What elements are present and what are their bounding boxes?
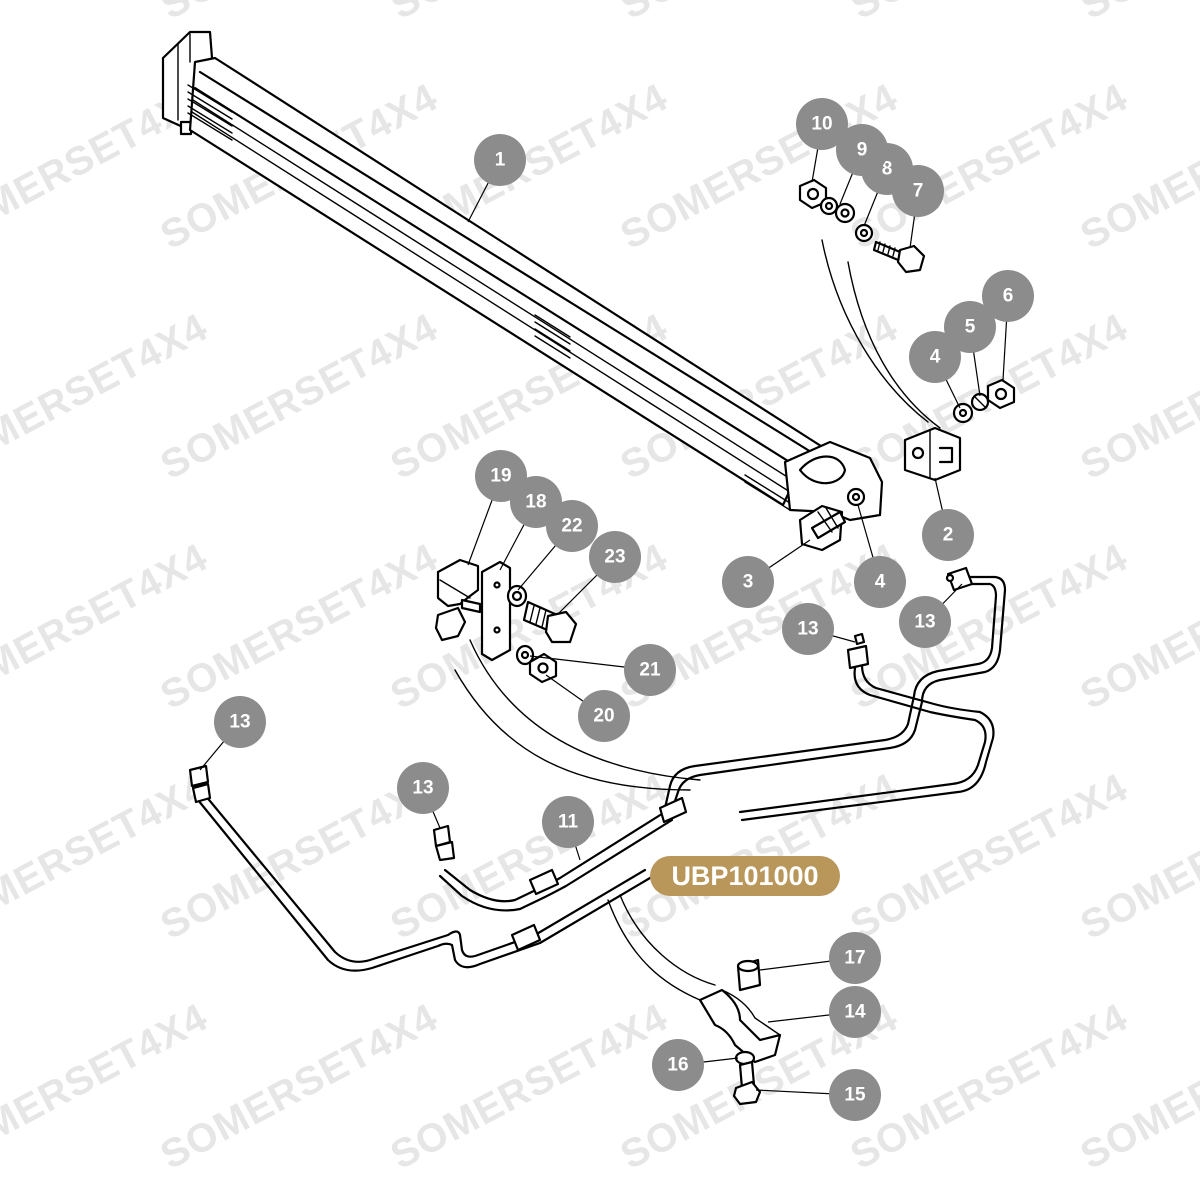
callout-1-label: 1 [495,150,506,171]
callout-6-label: 6 [1003,286,1014,307]
callout-13-left: 13 [214,696,266,748]
callout-19-label: 19 [490,466,511,487]
callout-23-label: 23 [604,547,625,568]
callout-15: 15 [829,1069,881,1121]
callout-21-label: 21 [639,660,661,681]
callout-16: 16 [652,1039,704,1091]
callout-11: 11 [542,796,594,848]
callout-19: 19 [475,450,527,502]
callout-11-label: 11 [558,812,579,833]
pipe-clamp [698,958,782,1106]
callout-16-label: 16 [667,1055,688,1076]
callout-13-center-label: 13 [412,778,433,799]
pipe-unions [188,566,974,862]
callout-9: 9 [836,124,888,176]
callout-3: 3 [722,556,774,608]
callout-10: 10 [796,98,848,150]
callout-14-label: 14 [844,1002,866,1023]
callout-18-label: 18 [525,492,546,513]
callout-3-label: 3 [743,572,754,593]
callout-4-lower: 4 [854,556,906,608]
guide-curves [454,639,716,1001]
callout-17: 17 [829,932,881,984]
callout-6: 6 [982,270,1034,322]
callout-22: 22 [546,500,598,552]
callout-13-left-label: 13 [229,712,250,733]
callout-2-label: 2 [943,525,954,546]
callout-5-label: 5 [965,317,976,338]
oil-pipes [196,575,1007,972]
callout-1: 1 [474,134,526,186]
callout-4-upper: 4 [909,331,961,383]
callout-13-right-label: 13 [914,612,935,633]
cooler-adaptor [798,504,847,552]
callout-2: 2 [922,509,974,561]
callout-7-label: 7 [913,181,924,202]
oil-cooler [161,30,884,522]
watermark-text: SOMERSET4X4 [1074,0,1200,28]
callout-9-label: 9 [857,140,868,161]
callout-14: 14 [829,986,881,1038]
callout-4-lower-label: 4 [875,572,886,593]
callout-10-label: 10 [811,114,832,135]
callout-15-label: 15 [844,1085,866,1106]
clip-bracket [434,558,578,684]
reference-badge: UBP101000 [650,856,840,896]
callout-13-middle-label: 13 [797,619,818,640]
callout-20-label: 20 [593,706,614,727]
callout-22-label: 22 [561,516,582,537]
callout-8-label: 8 [882,159,893,180]
callout-21: 21 [624,644,676,696]
callout-4-upper-label: 4 [930,347,941,368]
callout-13-middle: 13 [782,603,834,655]
upper-fixings [798,178,1016,429]
callout-5: 5 [944,301,996,353]
callout-13-center: 13 [397,762,449,814]
reference-code: UBP101000 [671,861,818,891]
callout-17-label: 17 [844,948,865,969]
callout-20: 20 [578,690,630,742]
mounting-bracket [903,426,962,482]
callout-13-right: 13 [899,596,951,648]
callout-23: 23 [589,531,641,583]
